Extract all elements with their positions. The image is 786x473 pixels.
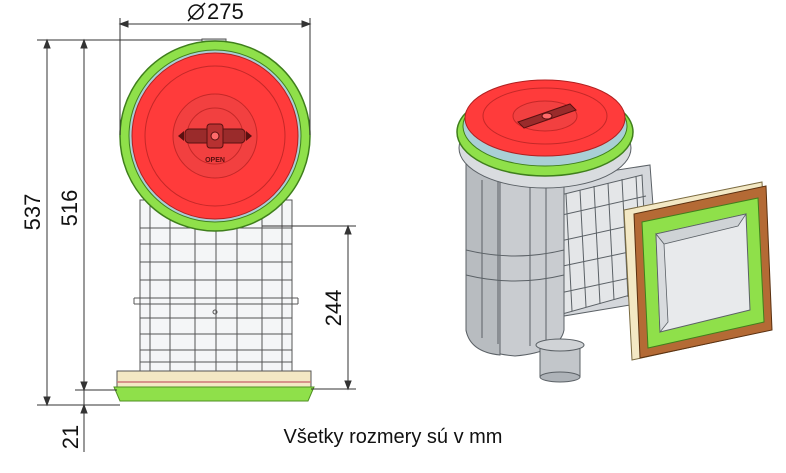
iso-lid-handle [517,103,577,129]
iso-outlet-pipe [535,338,585,383]
dimension-outlet-height [262,224,356,391]
dimension-diameter [118,18,312,135]
dimension-diameter-label: 275 [207,0,244,24]
iso-lid-groove-outer [482,87,608,145]
dimension-flange-thickness-label: 21 [58,425,83,449]
front-lid-groove-outer [144,65,286,207]
front-view: OPEN 275 537 [20,0,356,452]
isometric-view [456,79,773,383]
dimension-body-height-label: 516 [57,190,82,227]
dimension-outlet-height-label: 244 [321,290,346,327]
front-base-flange [113,370,315,402]
cover-open-label: OPEN [205,157,225,164]
dimension-body-height [75,38,117,392]
dimension-flange-thickness [75,390,120,452]
diameter-symbol-icon [187,2,206,22]
units-caption: Všetky rozmery sú v mm [283,426,503,448]
iso-main-body [465,159,565,357]
front-lid-handle [178,123,252,149]
dimension-total-height-label: 537 [20,194,45,231]
iso-faceplate [623,181,773,361]
